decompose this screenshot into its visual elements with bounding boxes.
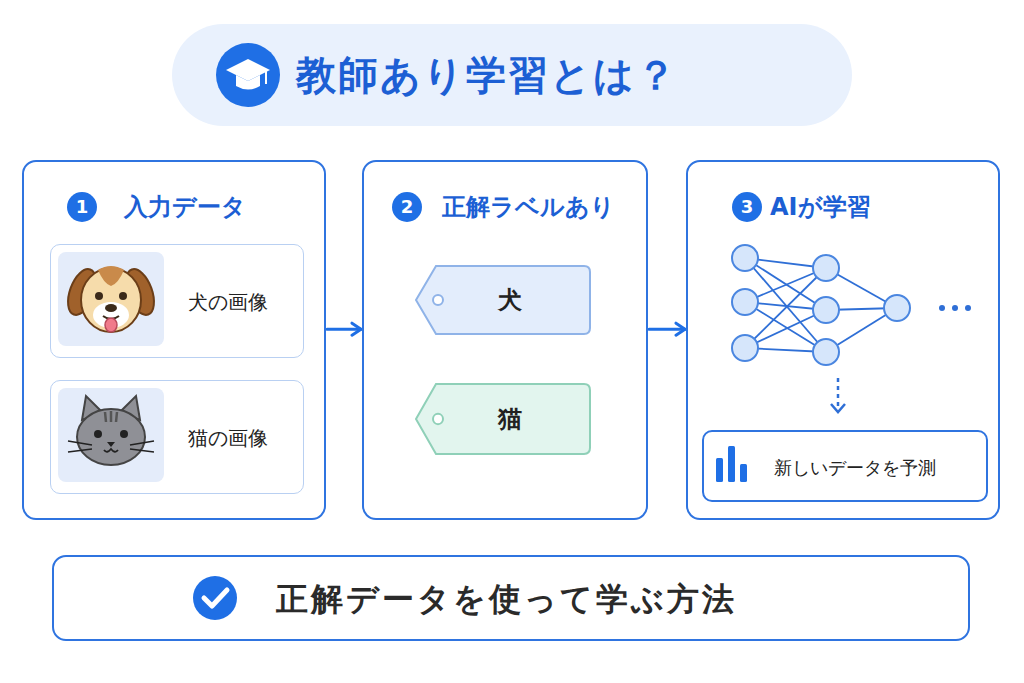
neural-network — [884, 295, 910, 321]
dog-picture — [105, 304, 117, 312]
text-slot: 犬の画像 — [188, 245, 268, 359]
neural-network — [732, 335, 758, 361]
bar-chart-icon — [728, 446, 735, 482]
node-text: 猫の画像 — [188, 425, 268, 452]
graduation-icon — [216, 43, 280, 107]
summary-box: 正解データを使って学ぶ方法 — [52, 555, 970, 641]
step-panel: 3 AIが学習新しいデータを予測 — [686, 160, 1000, 520]
bar-chart-icon — [740, 464, 747, 482]
dog-picture — [105, 318, 117, 332]
check-icon — [193, 576, 237, 620]
text-slot: 1 — [67, 192, 97, 222]
label-tag: 犬 — [414, 264, 592, 336]
check-icon — [204, 590, 227, 606]
neural-network — [732, 245, 758, 271]
dotted-arrow — [837, 378, 840, 406]
cat-picture — [104, 449, 118, 452]
title-text: 教師あり学習とは？ — [296, 48, 678, 103]
cat-picture — [120, 430, 128, 438]
text-slot: AIが学習 — [770, 187, 871, 227]
cat-picture — [77, 409, 145, 465]
cat-picture — [58, 388, 164, 482]
neural-network — [939, 305, 971, 311]
graduation-icon — [236, 75, 260, 90]
text-slot: 犬 — [428, 264, 592, 336]
text-slot: 猫 — [428, 382, 592, 456]
flow-arrow — [327, 328, 361, 331]
tag-hole — [433, 414, 443, 424]
node-text: 新しいデータを予測 — [774, 456, 936, 480]
cat-picture — [68, 441, 154, 452]
title-pill — [172, 24, 852, 126]
step-panel: 2 正解ラベルあり犬猫 — [362, 160, 648, 520]
bar-chart-icon — [716, 458, 723, 482]
cat-picture — [105, 411, 117, 422]
node-text: 正解ラベルあり — [442, 191, 615, 223]
text-slot: 新しいデータを予測 — [774, 432, 936, 504]
neural-network — [952, 305, 958, 311]
dog-picture — [119, 292, 127, 300]
node-text: 正解データを使って学ぶ方法 — [276, 578, 737, 622]
tag-shape — [416, 384, 590, 454]
label-tag: 猫 — [414, 382, 592, 456]
prediction-box: 新しいデータを予測 — [702, 430, 988, 502]
step-number: 3 — [732, 192, 762, 222]
cat-picture — [58, 388, 164, 482]
dotted-arrow — [831, 378, 845, 412]
node-text: 入力データ — [124, 191, 246, 223]
tag-shape — [416, 266, 590, 334]
text-slot: 正解データを使って学ぶ方法 — [276, 557, 737, 643]
check-icon — [193, 576, 237, 620]
graduation-icon — [265, 71, 267, 84]
dog-picture — [58, 252, 164, 346]
dog-picture — [58, 252, 164, 346]
node-text: 猫 — [498, 403, 522, 435]
step-number: 2 — [392, 192, 422, 222]
neural-network — [813, 297, 839, 323]
title-pill — [172, 24, 852, 126]
cat-picture — [107, 442, 115, 447]
graduation-icon — [216, 43, 280, 107]
tag-hole — [433, 295, 443, 305]
dog-picture — [95, 292, 103, 300]
step-panel: 1 入力データ犬の画像猫の画像 — [22, 160, 326, 520]
dog-picture — [98, 266, 124, 286]
node-text: 犬 — [498, 284, 522, 316]
neural-network — [732, 245, 971, 365]
node-text: 犬の画像 — [188, 289, 268, 316]
text-slot: 2 — [392, 192, 422, 222]
dotted-arrow — [831, 404, 845, 412]
neural-network — [732, 289, 758, 315]
text-slot: 入力データ — [124, 187, 246, 227]
neural-network — [732, 245, 910, 365]
title-slot: 教師あり学習とは？ — [296, 51, 678, 99]
text-slot: 猫の画像 — [188, 381, 268, 495]
input-card: 犬の画像 — [50, 244, 304, 358]
flow-arrow — [649, 328, 685, 331]
cat-picture — [94, 430, 102, 438]
text-slot: 3 — [732, 192, 762, 222]
neural-network — [813, 255, 839, 281]
text-slot: 正解ラベルあり — [442, 187, 615, 227]
neural-network — [965, 305, 971, 311]
step-number: 1 — [67, 192, 97, 222]
node-text: AIが学習 — [770, 191, 871, 223]
input-card: 猫の画像 — [50, 380, 304, 494]
neural-network — [813, 339, 839, 365]
bar-chart-icon — [716, 446, 747, 482]
graduation-icon — [226, 59, 270, 81]
neural-network — [939, 305, 945, 311]
